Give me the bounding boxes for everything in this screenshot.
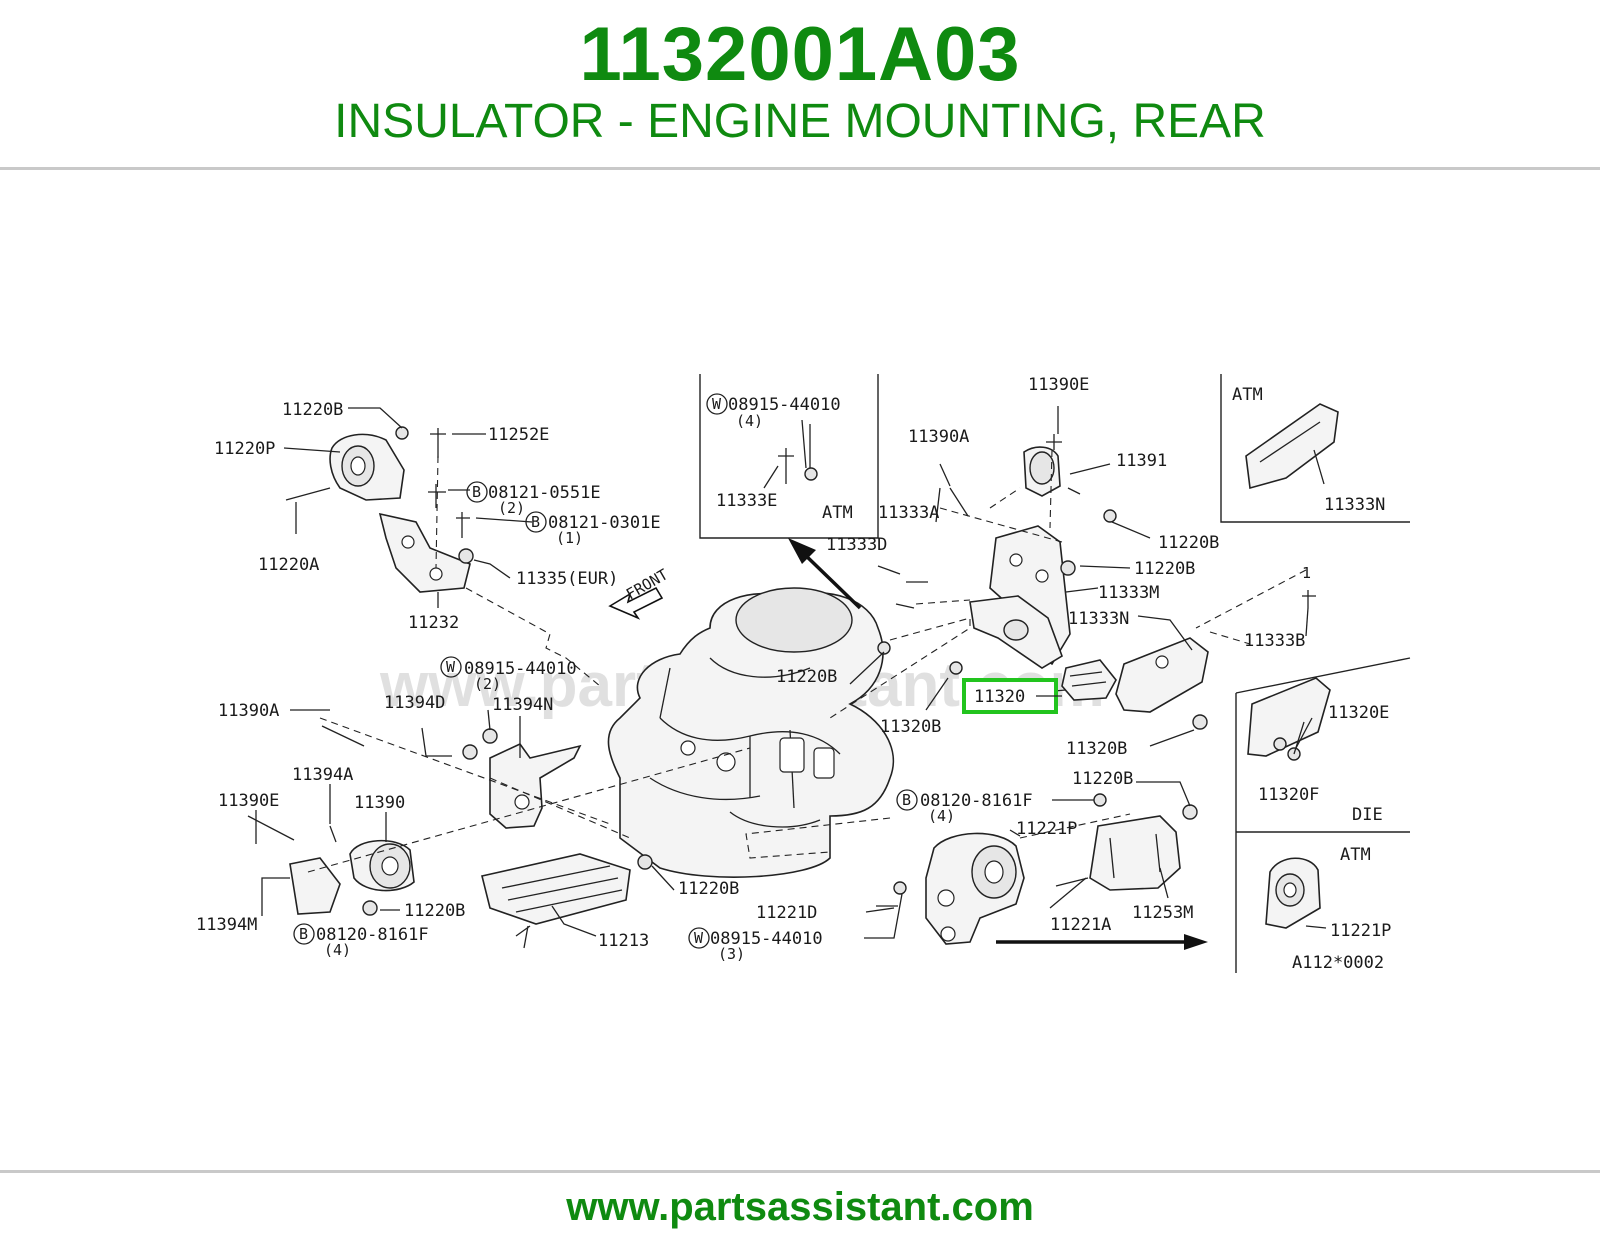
callout-11220B-center: 11220B xyxy=(678,879,739,899)
assembly-lines xyxy=(307,449,1307,873)
callout-11232: 11232 xyxy=(408,613,459,633)
callout-11213: 11213 xyxy=(598,931,649,951)
callout-11220B-lower-left: 11220B xyxy=(404,901,465,921)
callout-qty-1: (1) xyxy=(556,529,583,547)
callout-11253M: 11253M xyxy=(1132,903,1193,923)
engine-block xyxy=(607,587,895,878)
callout-11394A: 11394A xyxy=(292,765,353,785)
callout-08121-0301E: 08121-0301E xyxy=(548,513,661,533)
header-divider xyxy=(0,167,1600,170)
symbol-w-3: W xyxy=(694,929,704,947)
callout-08915-44010-left: 08915-44010 xyxy=(464,659,577,679)
callout-11221D: 11221D xyxy=(756,903,817,923)
callout-11391: 11391 xyxy=(1116,451,1167,471)
callout-08120-8161F-right: 08120-8161F xyxy=(920,791,1033,811)
callout-11221A: 11221A xyxy=(1050,915,1111,935)
callout-11394N: 11394N xyxy=(492,695,553,715)
callout-11390: 11390 xyxy=(354,793,405,813)
callout-11220P: 11220P xyxy=(214,439,275,459)
callout-11220B-top-left: 11220B xyxy=(282,400,343,420)
callout-number-1: 1 xyxy=(1302,564,1311,582)
diagram-reference-code: A112*0002 xyxy=(1292,953,1384,973)
parts-diagram: www.partsassistant.com xyxy=(190,338,1414,1008)
callout-qty-2-b: (2) xyxy=(474,675,501,693)
callout-11333N: 11333N xyxy=(1068,609,1129,629)
callout-11333B: 11333B xyxy=(1244,631,1305,651)
callout-11220B-right-mid: 11220B xyxy=(1134,559,1195,579)
callout-qty-4-b: (4) xyxy=(928,807,955,825)
inset-atm-2-part: 11333N xyxy=(1324,495,1385,515)
callout-11220B-lower-right: 11220B xyxy=(1072,769,1133,789)
callout-11333M: 11333M xyxy=(1098,583,1159,603)
symbol-w-2: W xyxy=(446,658,456,676)
symbol-b-3: B xyxy=(299,925,308,943)
inset-atm-3-part: 11221P xyxy=(1330,921,1391,941)
callout-qty-4-a: (4) xyxy=(324,941,351,959)
callout-08120-8161F-left: 08120-8161F xyxy=(316,925,429,945)
mount-assembly-left xyxy=(247,725,653,916)
symbol-w-1: W xyxy=(712,395,722,413)
direction-arrows xyxy=(608,538,1208,950)
callout-11220B-mid: 11220B xyxy=(776,667,837,687)
callout-11390A-left: 11390A xyxy=(218,701,279,721)
callout-11333D: 11333D xyxy=(826,535,887,555)
callout-11320B-right: 11320B xyxy=(1066,739,1127,759)
callout-11394D: 11394D xyxy=(384,693,445,713)
mount-assembly-rear-center xyxy=(877,434,1316,730)
callout-11221P: 11221P xyxy=(1016,819,1077,839)
skid-plate xyxy=(481,853,631,949)
footer-divider xyxy=(0,1170,1600,1173)
callout-11220B-top-right: 11220B xyxy=(1158,533,1219,553)
symbol-b-4: B xyxy=(902,791,911,809)
symbol-b-2: B xyxy=(531,513,540,531)
leader-lines xyxy=(255,406,1327,939)
mount-assembly-rear-right xyxy=(865,793,1198,945)
inset-atm-box-1 xyxy=(699,374,879,539)
callout-11390A-right: 11390A xyxy=(908,427,969,447)
highlighted-part-label: 11320 xyxy=(974,687,1025,707)
callout-11220A: 11220A xyxy=(258,555,319,575)
callout-11252E: 11252E xyxy=(488,425,549,445)
highlighted-part-11320[interactable]: 11320 xyxy=(962,678,1062,714)
callout-11390E-left: 11390E xyxy=(218,791,279,811)
symbol-markers: W B B W B W B xyxy=(293,393,918,949)
inset-atm-3-label: ATM xyxy=(1340,845,1371,865)
symbol-b-1: B xyxy=(472,483,481,501)
inset-die-part-11320E: 11320E xyxy=(1328,703,1389,723)
inset-atm-1-part: 11333E xyxy=(716,491,777,511)
callout-11335-eur: 11335(EUR) xyxy=(516,569,618,589)
inset-atm-1-qty: (4) xyxy=(736,412,763,430)
callout-08121-0551E: 08121-0551E xyxy=(488,483,601,503)
callout-qty-3: (3) xyxy=(718,945,745,963)
callout-08915-44010-bottom: 08915-44010 xyxy=(710,929,823,949)
part-number-title: 1132001A03 xyxy=(579,12,1021,97)
page-header: 1132001A03 INSULATOR - ENGINE MOUNTING, … xyxy=(0,0,1600,168)
inset-die-label: DIE xyxy=(1352,805,1383,825)
inset-atm-1-code: 08915-44010 xyxy=(728,395,841,415)
inset-die-part-11320F: 11320F xyxy=(1258,785,1319,805)
callout-11390E-right: 11390E xyxy=(1028,375,1089,395)
inset-atm-box-2 xyxy=(1220,374,1410,523)
inset-atm-1-label: ATM xyxy=(822,503,853,523)
callout-11320B-left: 11320B xyxy=(880,717,941,737)
inset-part-sketches xyxy=(778,403,1339,929)
callout-qty-2-a: (2) xyxy=(498,499,525,517)
callout-11333A: 11333A xyxy=(878,503,939,523)
callout-labels: 11220B 11220P 11252E 08121-0551E (2) 081… xyxy=(196,375,1391,973)
inset-atm-2-label: ATM xyxy=(1232,385,1263,405)
inset-die-border xyxy=(1235,657,1411,694)
part-name-subtitle: INSULATOR - ENGINE MOUNTING, REAR xyxy=(334,95,1266,148)
callout-11394M: 11394M xyxy=(196,915,257,935)
mount-assembly-front-left xyxy=(285,426,474,593)
footer-url[interactable]: www.partsassistant.com xyxy=(566,1185,1034,1229)
